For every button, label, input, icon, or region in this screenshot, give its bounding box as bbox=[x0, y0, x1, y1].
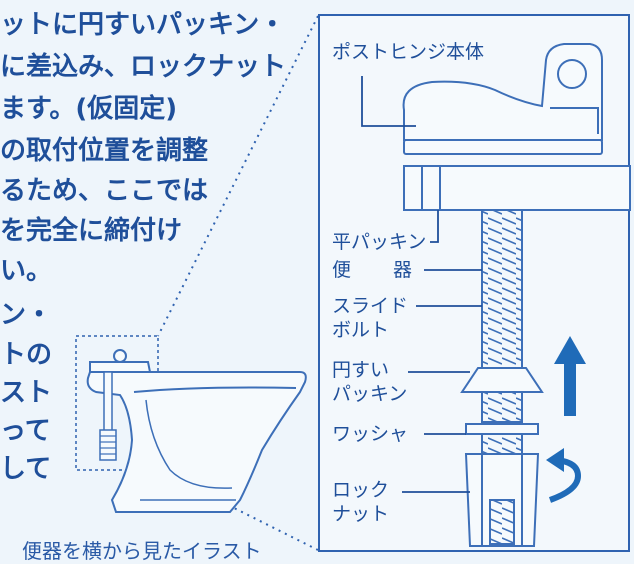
label-lock-nut-1: ロック bbox=[332, 479, 390, 501]
hinge-exploded-diagram bbox=[361, 43, 631, 547]
instruction-line: って bbox=[0, 416, 51, 446]
instruction-line: ットに円すいパッキン・ bbox=[0, 10, 286, 40]
instruction-line: い。 bbox=[0, 256, 53, 286]
instruction-line: に差込み、ロックナット bbox=[0, 52, 287, 82]
hinge-detail-panel: ポストヒンジ本体 平パッキン 便器 スライド ボルト 円すい パッキン ワッシャ… bbox=[318, 14, 631, 552]
instruction-line: スト bbox=[0, 378, 53, 408]
label-washer: ワッシャ bbox=[332, 423, 409, 445]
instruction-line: トの bbox=[0, 340, 53, 370]
label-flat-packing: 平パッキン bbox=[332, 231, 427, 253]
label-slide-bolt-1: スライド bbox=[332, 295, 409, 317]
label-toilet: 便器 bbox=[332, 258, 412, 282]
instruction-line: の取付位置を調整 bbox=[0, 136, 209, 166]
illustration-caption: 便器を横から見たイラスト bbox=[22, 539, 262, 563]
label-cone-packing-2: パッキン bbox=[332, 383, 408, 405]
label-slide-bolt-2: ボルト bbox=[332, 319, 390, 341]
label-cone-packing-1: 円すい bbox=[332, 359, 390, 381]
instruction-line: して bbox=[0, 454, 52, 484]
instruction-line: ン・ bbox=[0, 300, 53, 330]
label-toilet-char2: 器 bbox=[393, 259, 413, 281]
label-toilet-char1: 便 bbox=[332, 259, 352, 281]
instruction-line: るため、ここでは bbox=[0, 176, 209, 206]
rotate-arrow-icon bbox=[546, 448, 582, 503]
instruction-line: ます。(仮固定) bbox=[0, 94, 178, 124]
label-hinge-body: ポストヒンジ本体 bbox=[332, 41, 485, 63]
up-arrow-icon bbox=[554, 336, 586, 416]
label-lock-nut-2: ナット bbox=[332, 503, 390, 525]
instruction-line: を完全に締付け bbox=[0, 216, 183, 246]
